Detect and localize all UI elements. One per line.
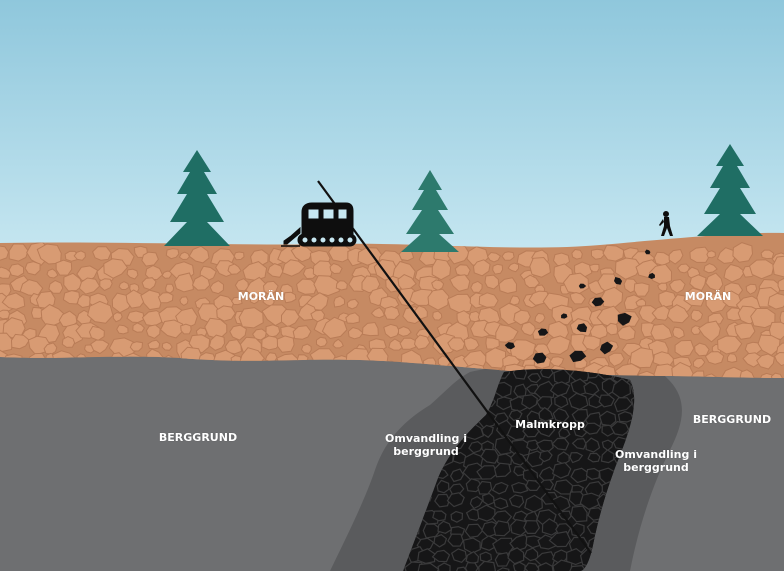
moraine-stone: [654, 252, 669, 265]
ore-stone: [619, 412, 634, 422]
moraine-stone: [486, 338, 499, 349]
moraine-stone: [239, 308, 263, 328]
ore-stone: [514, 384, 526, 396]
moraine-stone: [485, 275, 499, 289]
moraine-stone: [675, 340, 694, 356]
ore-stone: [433, 511, 446, 521]
label-malmkropp: Malmkropp: [502, 418, 598, 431]
moraine-stone: [302, 344, 312, 353]
moraine-stone: [234, 252, 244, 260]
label-omvandling-left: Omvandling i berggrund: [378, 432, 474, 458]
ore-stone: [588, 453, 600, 462]
ore-stone: [512, 483, 528, 493]
label-moran-right: MORÄN: [682, 290, 734, 303]
moraine-stone: [707, 251, 715, 258]
moraine-stone: [400, 338, 416, 349]
label-berggrund-right: BERGGRUND: [684, 413, 780, 426]
moraine-stone: [9, 264, 24, 277]
moraine-stone: [336, 281, 347, 290]
ore-stone: [480, 552, 491, 562]
moraine-stone: [634, 283, 649, 296]
moraine-stone: [166, 284, 174, 293]
ore-stone: [587, 469, 600, 480]
moraine-stone: [572, 250, 582, 260]
label-berggrund-left: BERGGRUND: [150, 431, 246, 444]
ore-stone: [466, 563, 479, 571]
moraine-stone: [62, 337, 74, 348]
moraine-stone: [384, 307, 399, 320]
moraine-stone: [493, 264, 503, 274]
moraine-stone: [181, 324, 191, 334]
ore-stone: [494, 498, 508, 509]
label-moran-left: MORÄN: [236, 290, 286, 303]
moraine-stone: [455, 265, 470, 276]
moraine-stone: [93, 247, 111, 261]
label-omvandling-right: Omvandling i berggrund: [608, 448, 704, 474]
moraine-stone: [761, 250, 774, 259]
moraine-stone: [277, 336, 294, 352]
moraine-stone: [130, 342, 142, 351]
ore-stone: [524, 521, 540, 534]
ore-stone: [451, 512, 462, 523]
moraine-stone: [317, 337, 328, 347]
moraine-stone: [554, 253, 570, 266]
moraine-stone: [728, 354, 737, 363]
ore-stone: [494, 521, 510, 536]
moraine-stone: [56, 260, 72, 275]
moraine-stone: [502, 252, 514, 260]
